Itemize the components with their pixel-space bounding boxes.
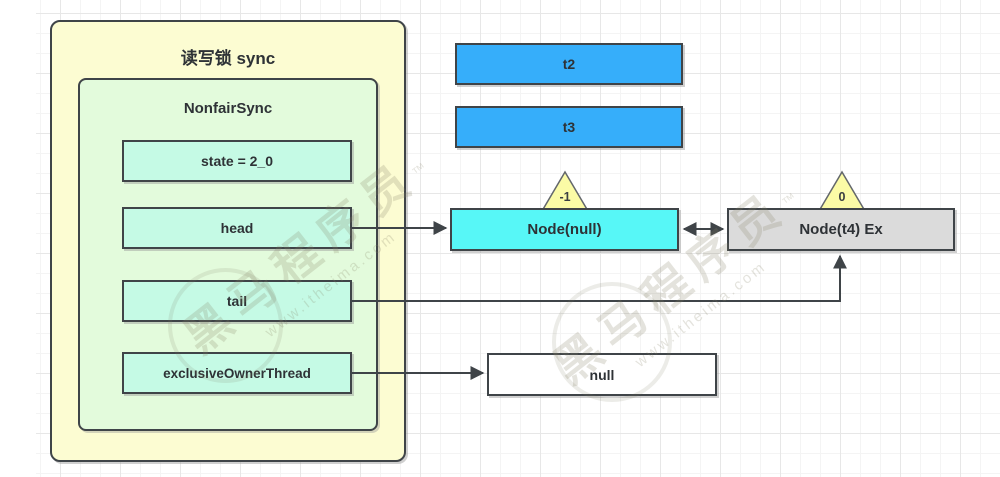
owner-null-box: null xyxy=(487,353,717,396)
field-tail-label: tail xyxy=(226,293,248,309)
thread-t3: t3 xyxy=(455,106,683,148)
field-exclusive-owner-thread: exclusiveOwnerThread xyxy=(122,352,352,394)
rwlock-sync-title: 读写锁 sync xyxy=(180,49,276,68)
watermark-tm: ™ xyxy=(408,159,430,181)
queue-node-t4-label: Node(t4) Ex xyxy=(799,221,883,238)
queue-node-null-label: Node(null) xyxy=(527,221,602,238)
arrow-tail-to-node-t4 xyxy=(352,254,847,302)
left-margin xyxy=(0,0,36,477)
thread-t2-label: t2 xyxy=(562,56,576,72)
field-exclusive-owner-thread-label: exclusiveOwnerThread xyxy=(163,365,311,381)
thread-t2: t2 xyxy=(455,43,683,85)
wait-status-value-node-t4: 0 xyxy=(838,190,846,204)
wait-status-value-node-null: -1 xyxy=(559,190,571,204)
queue-node-t4-exclusive: Node(t4) Ex xyxy=(727,208,955,251)
field-state-label: state = 2_0 xyxy=(201,153,273,169)
field-head: head xyxy=(122,207,352,249)
field-tail: tail xyxy=(122,280,352,322)
field-state: state = 2_0 xyxy=(122,140,352,182)
queue-node-null: Node(null) xyxy=(450,208,679,251)
thread-t3-label: t3 xyxy=(562,119,576,135)
owner-null-label: null xyxy=(589,366,615,383)
nonfair-sync-title: NonfairSync xyxy=(183,100,273,117)
field-head-label: head xyxy=(220,220,254,236)
